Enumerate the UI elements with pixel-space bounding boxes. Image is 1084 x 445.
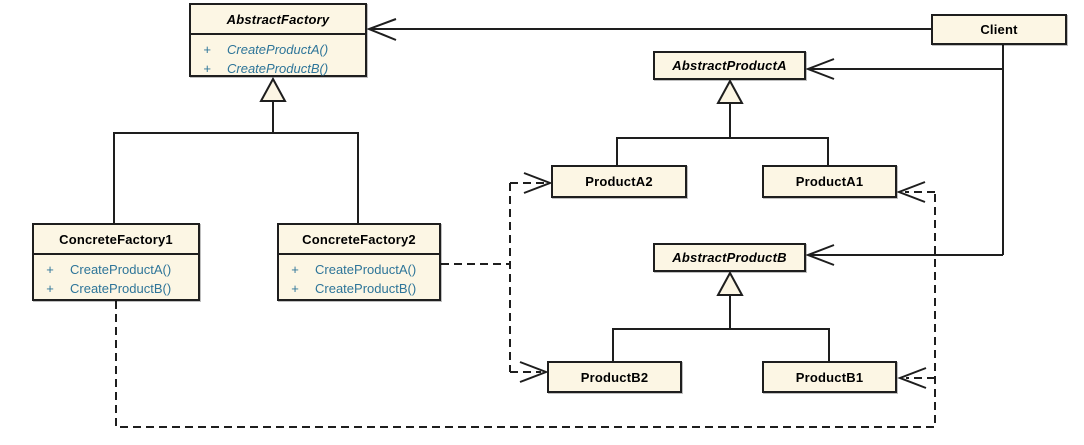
method-signature: CreateProductB() <box>315 281 417 296</box>
method-row: + CreateProductB() <box>34 279 198 298</box>
class-title: ProductA1 <box>795 174 864 189</box>
open-arrowhead-icon <box>523 172 553 194</box>
class-product-a2: ProductA2 <box>551 165 687 198</box>
class-title: AbstractFactory <box>191 5 365 35</box>
class-product-b1: ProductB1 <box>762 361 897 393</box>
visibility-plus: + <box>291 262 299 277</box>
generalization-triangle-icon <box>716 270 744 296</box>
open-arrowhead-icon <box>896 181 926 203</box>
edge-cf2-dependency-trunk <box>441 183 511 372</box>
method-signature: CreateProductB() <box>70 281 172 296</box>
open-arrowhead-icon <box>366 18 397 41</box>
generalization-triangle-icon <box>259 76 287 102</box>
edge-generalization-factories <box>113 101 359 223</box>
edge-cf1-dependency-trunk <box>115 192 936 428</box>
class-title: AbstractProductB <box>672 250 787 265</box>
open-arrowhead-icon <box>805 244 835 266</box>
method-signature: CreateProductA() <box>315 262 417 277</box>
visibility-plus: + <box>46 281 54 296</box>
class-abstract-product-b: AbstractProductB <box>653 243 806 272</box>
visibility-plus: + <box>46 262 54 277</box>
method-row: + CreateProductB() <box>191 59 365 78</box>
visibility-plus: + <box>291 281 299 296</box>
method-signature: CreateProductA() <box>70 262 172 277</box>
class-methods: + CreateProductA() + CreateProductB() <box>279 255 439 298</box>
class-client: Client <box>931 14 1067 45</box>
visibility-plus: + <box>203 61 211 76</box>
class-title: AbstractProductA <box>672 58 787 73</box>
open-arrowhead-icon <box>519 361 549 383</box>
class-title: ConcreteFactory2 <box>279 225 439 255</box>
class-methods: + CreateProductA() + CreateProductB() <box>34 255 198 298</box>
class-title: ProductA2 <box>585 174 653 189</box>
class-product-b2: ProductB2 <box>547 361 682 393</box>
class-abstract-factory: AbstractFactory + CreateProductA() + Cre… <box>189 3 367 77</box>
open-arrowhead-icon <box>897 367 927 389</box>
method-row: + CreateProductB() <box>279 279 439 298</box>
class-methods: + CreateProductA() + CreateProductB() <box>191 35 365 78</box>
class-concrete-factory2: ConcreteFactory2 + CreateProductA() + Cr… <box>277 223 441 301</box>
method-row: + CreateProductA() <box>191 40 365 59</box>
class-abstract-product-a: AbstractProductA <box>653 51 806 80</box>
method-row: + CreateProductA() <box>279 260 439 279</box>
class-title: ProductB2 <box>580 369 649 385</box>
class-concrete-factory1: ConcreteFactory1 + CreateProductA() + Cr… <box>32 223 200 301</box>
method-signature: CreateProductB() <box>227 61 329 76</box>
method-signature: CreateProductA() <box>227 42 329 57</box>
open-arrowhead-icon <box>805 58 835 80</box>
method-row: + CreateProductA() <box>34 260 198 279</box>
edge-generalization-product-a <box>616 103 829 165</box>
class-product-a1: ProductA1 <box>762 165 897 198</box>
class-title: ConcreteFactory1 <box>34 225 198 255</box>
generalization-triangle-icon <box>716 78 744 104</box>
visibility-plus: + <box>203 42 211 57</box>
class-title: Client <box>980 22 1018 37</box>
edge-generalization-product-b <box>612 295 830 361</box>
class-title: ProductB1 <box>795 369 864 385</box>
